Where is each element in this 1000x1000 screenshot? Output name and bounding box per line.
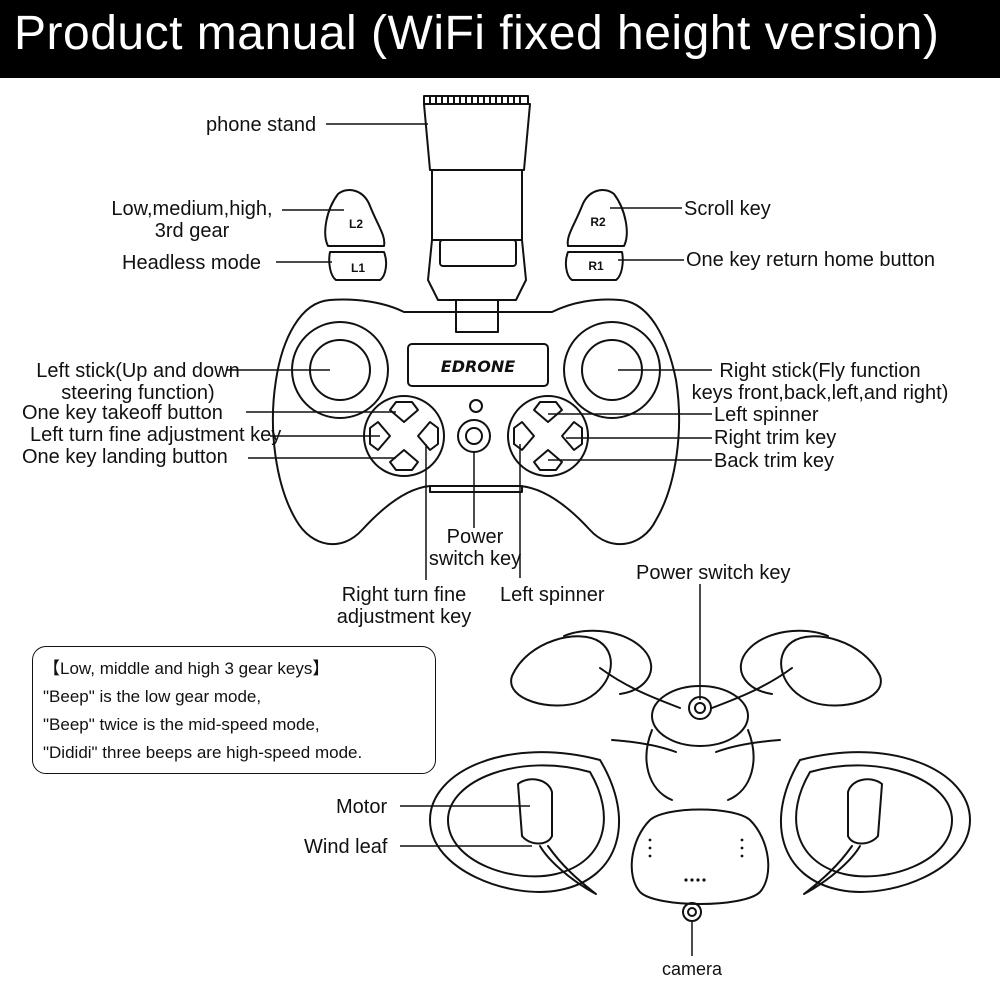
label-right-turn-fine: Right turn fine adjustment key: [328, 584, 480, 628]
label-right-stick-line1: Right stick(Fly function: [719, 360, 921, 382]
label-right-stick: Right stick(Fly function keys front,back…: [680, 360, 960, 404]
shoulder-buttons-drawing: [324, 189, 628, 281]
label-gear-line1: Low,medium,high,: [111, 198, 273, 220]
label-right-turn-fine-line2: adjustment key: [336, 606, 472, 628]
label-landing: One key landing button: [22, 446, 228, 468]
label-scroll-key: Scroll key: [684, 198, 771, 220]
title-bar: Product manual (WiFi fixed height versio…: [0, 0, 1000, 78]
gear-note-line2: "Beep" twice is the mid-speed mode,: [43, 715, 320, 734]
label-headless-mode: Headless mode: [122, 252, 261, 274]
label-wind-leaf: Wind leaf: [304, 836, 388, 858]
drone-drawing: [429, 629, 971, 922]
page-title: Product manual (WiFi fixed height versio…: [14, 7, 940, 60]
gear-note-heading: 【Low, middle and high 3 gear keys】: [43, 659, 330, 678]
label-left-turn-fine: Left turn fine adjustment key: [30, 424, 282, 446]
brand-logo: EDRONE: [441, 357, 516, 376]
label-drone-power: Power switch key: [636, 562, 791, 584]
label-camera: camera: [662, 959, 723, 979]
button-r1-label: R1: [588, 259, 604, 273]
label-takeoff: One key takeoff button: [22, 402, 223, 424]
label-left-spinner-right: Left spinner: [714, 404, 819, 426]
button-l1-label: L1: [351, 261, 365, 275]
button-r2-label: R2: [590, 215, 606, 229]
label-right-turn-fine-line1: Right turn fine: [341, 584, 467, 606]
label-right-trim: Right trim key: [714, 427, 837, 449]
label-left-stick: Left stick(Up and down steering function…: [28, 360, 248, 404]
label-right-stick-line2: keys front,back,left,and right): [691, 382, 949, 404]
label-gear: Low,medium,high, 3rd gear: [104, 198, 280, 242]
label-phone-stand: phone stand: [206, 114, 317, 136]
label-gear-line2: 3rd gear: [154, 220, 230, 242]
label-left-stick-line1: Left stick(Up and down: [36, 360, 240, 382]
phone-stand-drawing: [423, 95, 531, 333]
label-power-switch-line1: Power: [446, 526, 504, 548]
button-l2-label: L2: [349, 217, 363, 231]
gear-note-line3: "Dididi" three beeps are high-speed mode…: [43, 743, 363, 762]
label-left-stick-line2: steering function): [61, 382, 215, 404]
label-return-home: One key return home button: [686, 249, 936, 271]
gear-note-box: 【Low, middle and high 3 gear keys】 "Beep…: [32, 646, 436, 774]
label-motor: Motor: [336, 796, 388, 818]
controller-body-drawing: [271, 298, 681, 546]
gear-note-line1: "Beep" is the low gear mode,: [43, 687, 262, 706]
label-power-switch-line2: switch key: [428, 548, 522, 570]
label-back-trim: Back trim key: [714, 450, 835, 472]
label-left-spinner-bottom: Left spinner: [500, 584, 605, 606]
label-power-switch: Power switch key: [420, 526, 530, 570]
